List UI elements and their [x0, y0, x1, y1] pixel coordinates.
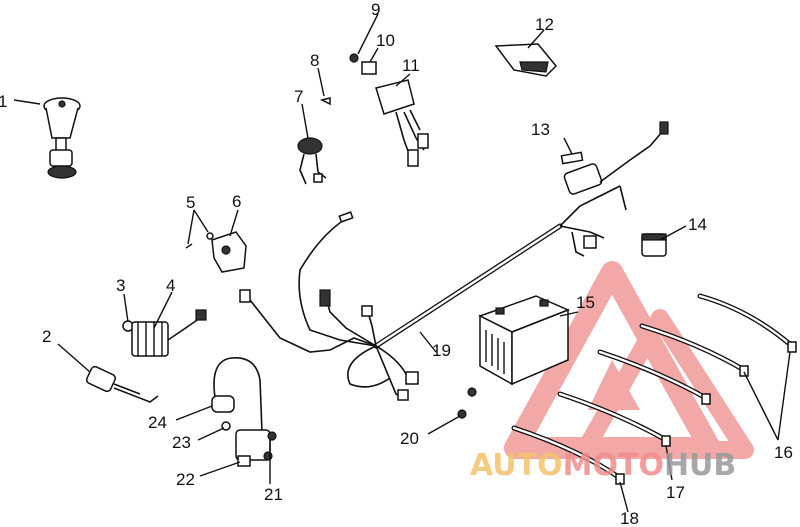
callout-19: 19 [432, 341, 451, 360]
callout-9: 9 [371, 0, 380, 19]
watermark-part-auto: AUTO [470, 448, 563, 483]
watermark-part-moto: MOTO [563, 448, 664, 483]
part-wiring-harness [239, 121, 669, 401]
part-battery [478, 295, 570, 386]
callout-16: 16 [774, 443, 793, 462]
callout-10: 10 [376, 31, 395, 50]
part-ignition-coil [211, 357, 277, 467]
watermark-part-hub: HUB [664, 448, 736, 483]
callout-22: 22 [176, 470, 195, 489]
part-small-clip [319, 97, 331, 106]
leader-lines [13, 13, 791, 513]
part-relay-pack [122, 309, 207, 357]
part-regulator [185, 231, 247, 273]
part-cover [494, 43, 558, 77]
callout-12: 12 [535, 15, 554, 34]
part-sensor [85, 365, 159, 403]
part-straps [511, 293, 797, 485]
callout-17: 17 [666, 483, 685, 502]
part-ignition-switch [43, 97, 81, 179]
watermark-text: AUTOMOTOHUB [470, 448, 736, 483]
callout-24: 24 [148, 413, 167, 432]
callout-21: 21 [264, 485, 283, 504]
callout-14: 14 [688, 215, 707, 234]
callout-15: 15 [576, 293, 595, 312]
part-cdi-box [349, 53, 429, 167]
svg-text:AUTOMOTOHUB: AUTOMOTOHUB [470, 448, 736, 483]
callout-20: 20 [400, 429, 419, 448]
callout-18: 18 [620, 509, 639, 527]
part-fuse [560, 151, 584, 165]
part-bolts [457, 387, 477, 419]
callout-13: 13 [531, 120, 550, 139]
callout-5: 5 [186, 193, 195, 212]
callout-2: 2 [42, 327, 51, 346]
part-bulb-socket [297, 137, 327, 185]
callout-4: 4 [166, 276, 175, 295]
callout-7: 7 [294, 87, 303, 106]
callout-1: 1 [0, 92, 7, 111]
callout-3: 3 [116, 276, 125, 295]
callout-8: 8 [310, 51, 319, 70]
callout-23: 23 [172, 433, 191, 452]
callout-6: 6 [232, 192, 241, 211]
part-relay [641, 233, 667, 257]
callout-11: 11 [402, 56, 420, 75]
